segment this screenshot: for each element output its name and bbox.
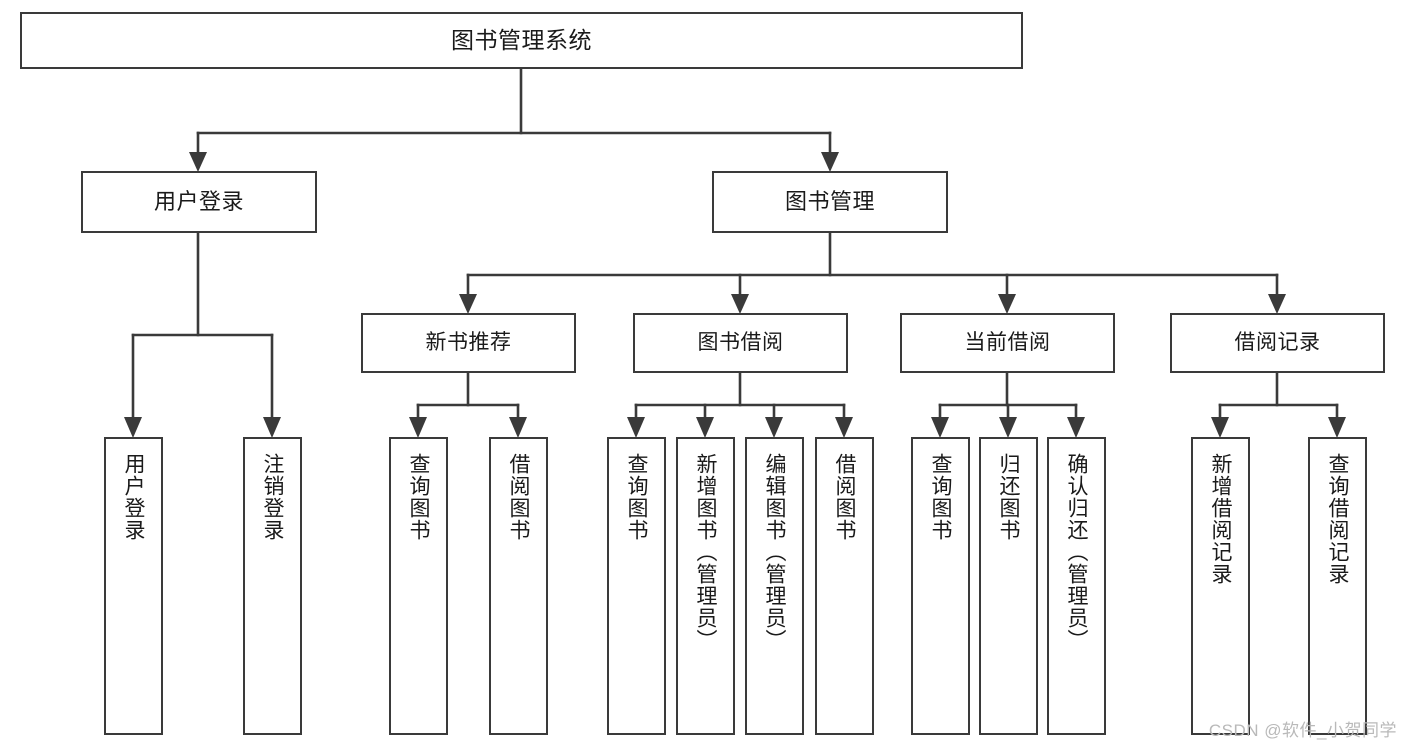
node-label: 确认归还（管理员） bbox=[1065, 453, 1088, 651]
arrowhead-new-book bbox=[459, 294, 477, 314]
watermark: CSDN @软件_小贺同学 bbox=[1208, 721, 1397, 740]
arrowhead-book-borrow bbox=[731, 294, 749, 314]
node-label: 用户登录 bbox=[122, 453, 145, 541]
leaf-borrow-query-book[interactable]: 查询图书 bbox=[607, 437, 666, 735]
arrowhead-cb-leaf-1 bbox=[931, 417, 949, 438]
leaf-record-query[interactable]: 查询借阅记录 bbox=[1308, 437, 1367, 735]
arrowhead-bb-leaf-2 bbox=[696, 417, 714, 438]
leaf-current-query-book[interactable]: 查询图书 bbox=[911, 437, 970, 735]
arrowhead-bb-leaf-1 bbox=[627, 417, 645, 438]
node-label: 查询图书 bbox=[625, 453, 648, 541]
node-new-book-recommend[interactable]: 新书推荐 bbox=[361, 313, 576, 373]
arrowhead-leaf-user-login bbox=[124, 417, 142, 438]
arrowhead-user-login bbox=[189, 152, 207, 172]
node-label: 注销登录 bbox=[261, 453, 284, 541]
node-label: 查询图书 bbox=[407, 453, 430, 541]
node-user-login[interactable]: 用户登录 bbox=[81, 171, 317, 233]
node-label: 借阅图书 bbox=[507, 453, 530, 541]
node-book-management[interactable]: 图书管理 bbox=[712, 171, 948, 233]
node-label: 用户登录 bbox=[153, 189, 244, 215]
leaf-borrow-edit-book-admin[interactable]: 编辑图书（管理员） bbox=[745, 437, 804, 735]
node-label: 归还图书 bbox=[997, 453, 1020, 541]
arrowhead-borrow-record bbox=[1268, 294, 1286, 314]
arrowhead-book-manage bbox=[821, 152, 839, 172]
node-label: 图书借阅 bbox=[697, 330, 784, 354]
arrowhead-nb-leaf-1 bbox=[409, 417, 427, 438]
arrowhead-leaf-logout bbox=[263, 417, 281, 438]
node-label: 借阅记录 bbox=[1234, 330, 1321, 354]
node-label: 新书推荐 bbox=[425, 330, 512, 354]
leaf-record-add[interactable]: 新增借阅记录 bbox=[1191, 437, 1250, 735]
node-label: 查询图书 bbox=[929, 453, 952, 541]
node-book-borrow[interactable]: 图书借阅 bbox=[633, 313, 848, 373]
leaf-borrow-add-book-admin[interactable]: 新增图书（管理员） bbox=[676, 437, 735, 735]
arrowhead-bb-leaf-3 bbox=[765, 417, 783, 438]
node-root-system[interactable]: 图书管理系统 bbox=[20, 12, 1023, 69]
leaf-user-login[interactable]: 用户登录 bbox=[104, 437, 163, 735]
arrowhead-bb-leaf-4 bbox=[835, 417, 853, 438]
node-current-borrow[interactable]: 当前借阅 bbox=[900, 313, 1115, 373]
node-label: 编辑图书（管理员） bbox=[763, 453, 786, 651]
leaf-borrow-borrow-book[interactable]: 借阅图书 bbox=[815, 437, 874, 735]
node-label: 查询借阅记录 bbox=[1326, 453, 1349, 585]
leaf-new-book-query[interactable]: 查询图书 bbox=[389, 437, 448, 735]
arrowhead-current-borrow bbox=[998, 294, 1016, 314]
leaf-current-confirm-return-admin[interactable]: 确认归还（管理员） bbox=[1047, 437, 1106, 735]
node-label: 图书管理 bbox=[784, 189, 875, 215]
node-label: 借阅图书 bbox=[833, 453, 856, 541]
arrowhead-br-leaf-1 bbox=[1211, 417, 1229, 438]
node-label: 新增图书（管理员） bbox=[694, 453, 717, 651]
arrowhead-cb-leaf-2 bbox=[999, 417, 1017, 438]
leaf-logout[interactable]: 注销登录 bbox=[243, 437, 302, 735]
arrowhead-cb-leaf-3 bbox=[1067, 417, 1085, 438]
node-label: 图书管理系统 bbox=[451, 26, 592, 53]
node-label: 新增借阅记录 bbox=[1209, 453, 1232, 585]
arrowhead-nb-leaf-2 bbox=[509, 417, 527, 438]
leaf-new-book-borrow[interactable]: 借阅图书 bbox=[489, 437, 548, 735]
leaf-current-return-book[interactable]: 归还图书 bbox=[979, 437, 1038, 735]
node-borrow-record[interactable]: 借阅记录 bbox=[1170, 313, 1385, 373]
node-label: 当前借阅 bbox=[964, 330, 1051, 354]
arrowhead-br-leaf-2 bbox=[1328, 417, 1346, 438]
